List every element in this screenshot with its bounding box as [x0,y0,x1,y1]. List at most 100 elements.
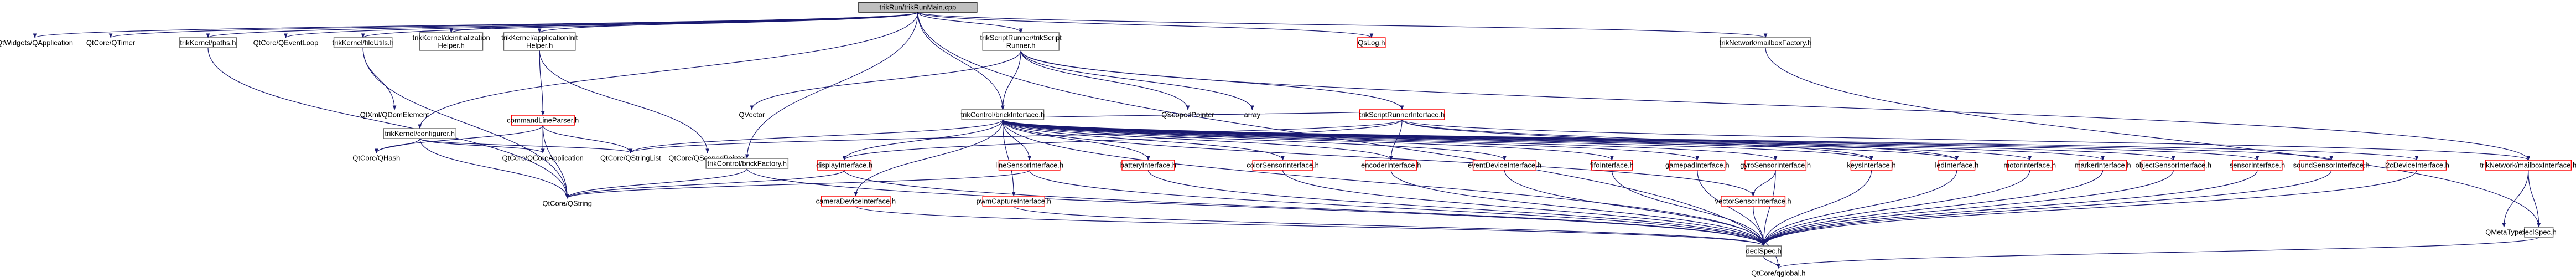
node-label: eventDeviceInterface.h [1468,161,1541,170]
node-box [2386,160,2447,171]
node-label: sensorInterface.h [2230,161,2285,170]
node-box [2232,160,2283,171]
edge-lineSensorIf-to-declSpec [1029,170,1765,247]
node-box [2078,160,2127,171]
node-eventDeviceIf[interactable]: eventDeviceInterface.h [1468,160,1541,171]
edge-scriptRunner-to-QScopedPtr1 [1020,50,1190,110]
node-box [858,2,978,13]
node-box [998,160,1061,171]
node-declSpec[interactable]: declSpec.h [1746,245,1782,257]
node-ledIf[interactable]: ledInterface.h [1935,160,1978,171]
edge-brickInterface-to-encoderIf [1002,119,1393,161]
node-label: QtCore/QStringList [600,154,661,162]
edge-fileUtils-to-QDomElement [362,47,397,110]
node-mailboxIf[interactable]: trikNetwork/mailboxInterface.h [2480,160,2576,171]
node-encoderIf[interactable]: encoderInterface.h [1361,160,1421,171]
node-soundSensorIf[interactable]: soundSensorInterface.h [2293,160,2370,171]
node-box [1591,160,1633,171]
node-label: array [1244,111,1261,119]
node-vectorSensorIf[interactable]: vectorSensorInterface.h [1715,196,1791,207]
node-box [1121,160,1175,171]
node-objectSensorIf[interactable]: objectSensorInterface.h [2136,160,2211,171]
edge-ledIf-to-declSpec [1762,170,1957,247]
node-keysIf[interactable]: keysInterface.h [1847,160,1896,171]
node-label: fifoInterface.h [1590,161,1634,170]
node-sensorIf[interactable]: sensorInterface.h [2230,160,2285,171]
node-paths[interactable]: trikKernel/paths.h [179,37,237,48]
edge-colorSensorIf-to-declSpec [1282,170,1765,247]
edge-brickInterface-to-pwmCaptureIf [1002,119,1016,197]
node-label: QMetaType [2485,228,2522,237]
node-box [419,32,484,51]
node-sriHeader[interactable]: trikScriptRunnerInterface.h [1359,109,1445,120]
node-batteryIf[interactable]: batteryInterface.h [1120,160,1176,171]
node-gamepadIf[interactable]: gamepadInterface.h [1665,160,1730,171]
node-box [1744,160,1807,171]
node-cmdParser[interactable]: commandLineParser.h [507,115,579,126]
node-fileUtils[interactable]: trikKernel/fileUtils.h [333,37,394,48]
node-fifoIf[interactable]: fifoInterface.h [1590,160,1634,171]
edge-motorIf-to-declSpec [1762,170,2030,247]
node-QDomElement: QtXml/QDomElement [360,111,429,119]
edge-scriptRunner-to-brickInterface [1001,50,1021,110]
node-colorSensorIf[interactable]: colorSensorInterface.h [1247,160,1319,171]
node-root[interactable]: trikRun/trikRunMain.cpp [858,2,978,13]
edge-mailboxFactory-to-declSpec2 [1765,47,2541,228]
node-lineSensorIf[interactable]: lineSensorInterface.h [995,160,1063,171]
edge-markerIf-to-declSpec [1762,170,2104,247]
node-label: declSpec.h [1746,247,1781,255]
node-box [1721,196,1786,207]
edge-root-to-brickInterface [917,12,1005,110]
node-box [333,37,393,48]
node-scriptRunner[interactable]: trikScriptRunner/trikScriptRunner.h [980,32,1062,51]
node-displayIf[interactable]: displayInterface.h [816,160,872,171]
node-label: gamepadInterface.h [1665,161,1730,170]
node-label: displayInterface.h [816,161,872,170]
node-qsLog[interactable]: QsLog.h [1357,37,1386,48]
edge-brickInterface-to-colorSensorIf [1002,119,1285,161]
node-mailboxFactory[interactable]: trikNetwork/mailboxFactory.h [1720,37,1812,48]
edge-mailboxIf-to-QMetaType [2502,170,2529,228]
node-QString: QtCore/QString [542,199,592,208]
node-markerIf[interactable]: markerInterface.h [2075,160,2131,171]
node-box [383,128,456,139]
node-box [1850,160,1893,171]
edge-i2cIf-to-declSpec [1762,170,2417,247]
edge-configurer-to-QString [419,138,569,199]
node-i2cIf[interactable]: i2cDeviceInterface.h [2384,160,2449,171]
edge-sriHeader-to-displayIf [842,119,1403,161]
node-label: i2cDeviceInterface.h [2384,161,2449,170]
node-brickFactory[interactable]: trikControl/brickFactory.h [705,158,789,169]
node-cameraIf[interactable]: cameraDeviceInterface.h [816,196,896,207]
node-label: QtXml/QDomElement [360,111,429,119]
edge-brickInterface-to-declSpec [1002,119,1765,247]
node-label: trikNetwork/mailboxInterface.h [2480,161,2576,170]
node-brickInterface[interactable]: trikControl/brickInterface.h [961,109,1045,120]
node-gyroIf[interactable]: gyroSensorInterface.h [1740,160,1811,171]
node-QCoreApp: QtCore/QCoreApplication [502,154,584,162]
node-label: keysInterface.h [1847,161,1895,170]
node-QTimer: QtCore/QTimer [86,39,136,47]
edge-sriHeader-to-keysIf [1401,119,1873,161]
edge-brickFactory-to-declSpec [746,168,1765,247]
edge-keysIf-to-declSpec [1762,170,1872,247]
node-label: QsLog.h [1358,39,1385,47]
node-box [2007,160,2053,171]
node-label: encoderInterface.h [1361,161,1421,170]
node-pwmCaptureIf[interactable]: pwmCaptureInterface.h [977,196,1051,207]
edge-brickInterface-to-gyroIf [1002,119,1778,161]
node-label: batteryInterface.h [1120,161,1176,170]
edge-root-to-mailboxFactory [917,12,1767,38]
edge-brickInterface-to-i2cIf [1002,119,2418,161]
node-configurer[interactable]: trikKernel/configurer.h [383,128,456,139]
edge-configurer-to-QHash [374,138,420,153]
edge-brickInterface-to-vectorSensorIf [1002,119,1755,197]
node-declSpec2[interactable]: declSpec.h [2521,227,2557,238]
node-motorIf[interactable]: motorInterface.h [2003,160,2056,171]
edge-brickInterface-to-eventDeviceIf [1002,119,1507,161]
node-box [821,196,891,207]
edge-brickFactory-to-QString [565,168,747,199]
node-label: trikScriptRunnerInterface.h [1359,111,1445,119]
